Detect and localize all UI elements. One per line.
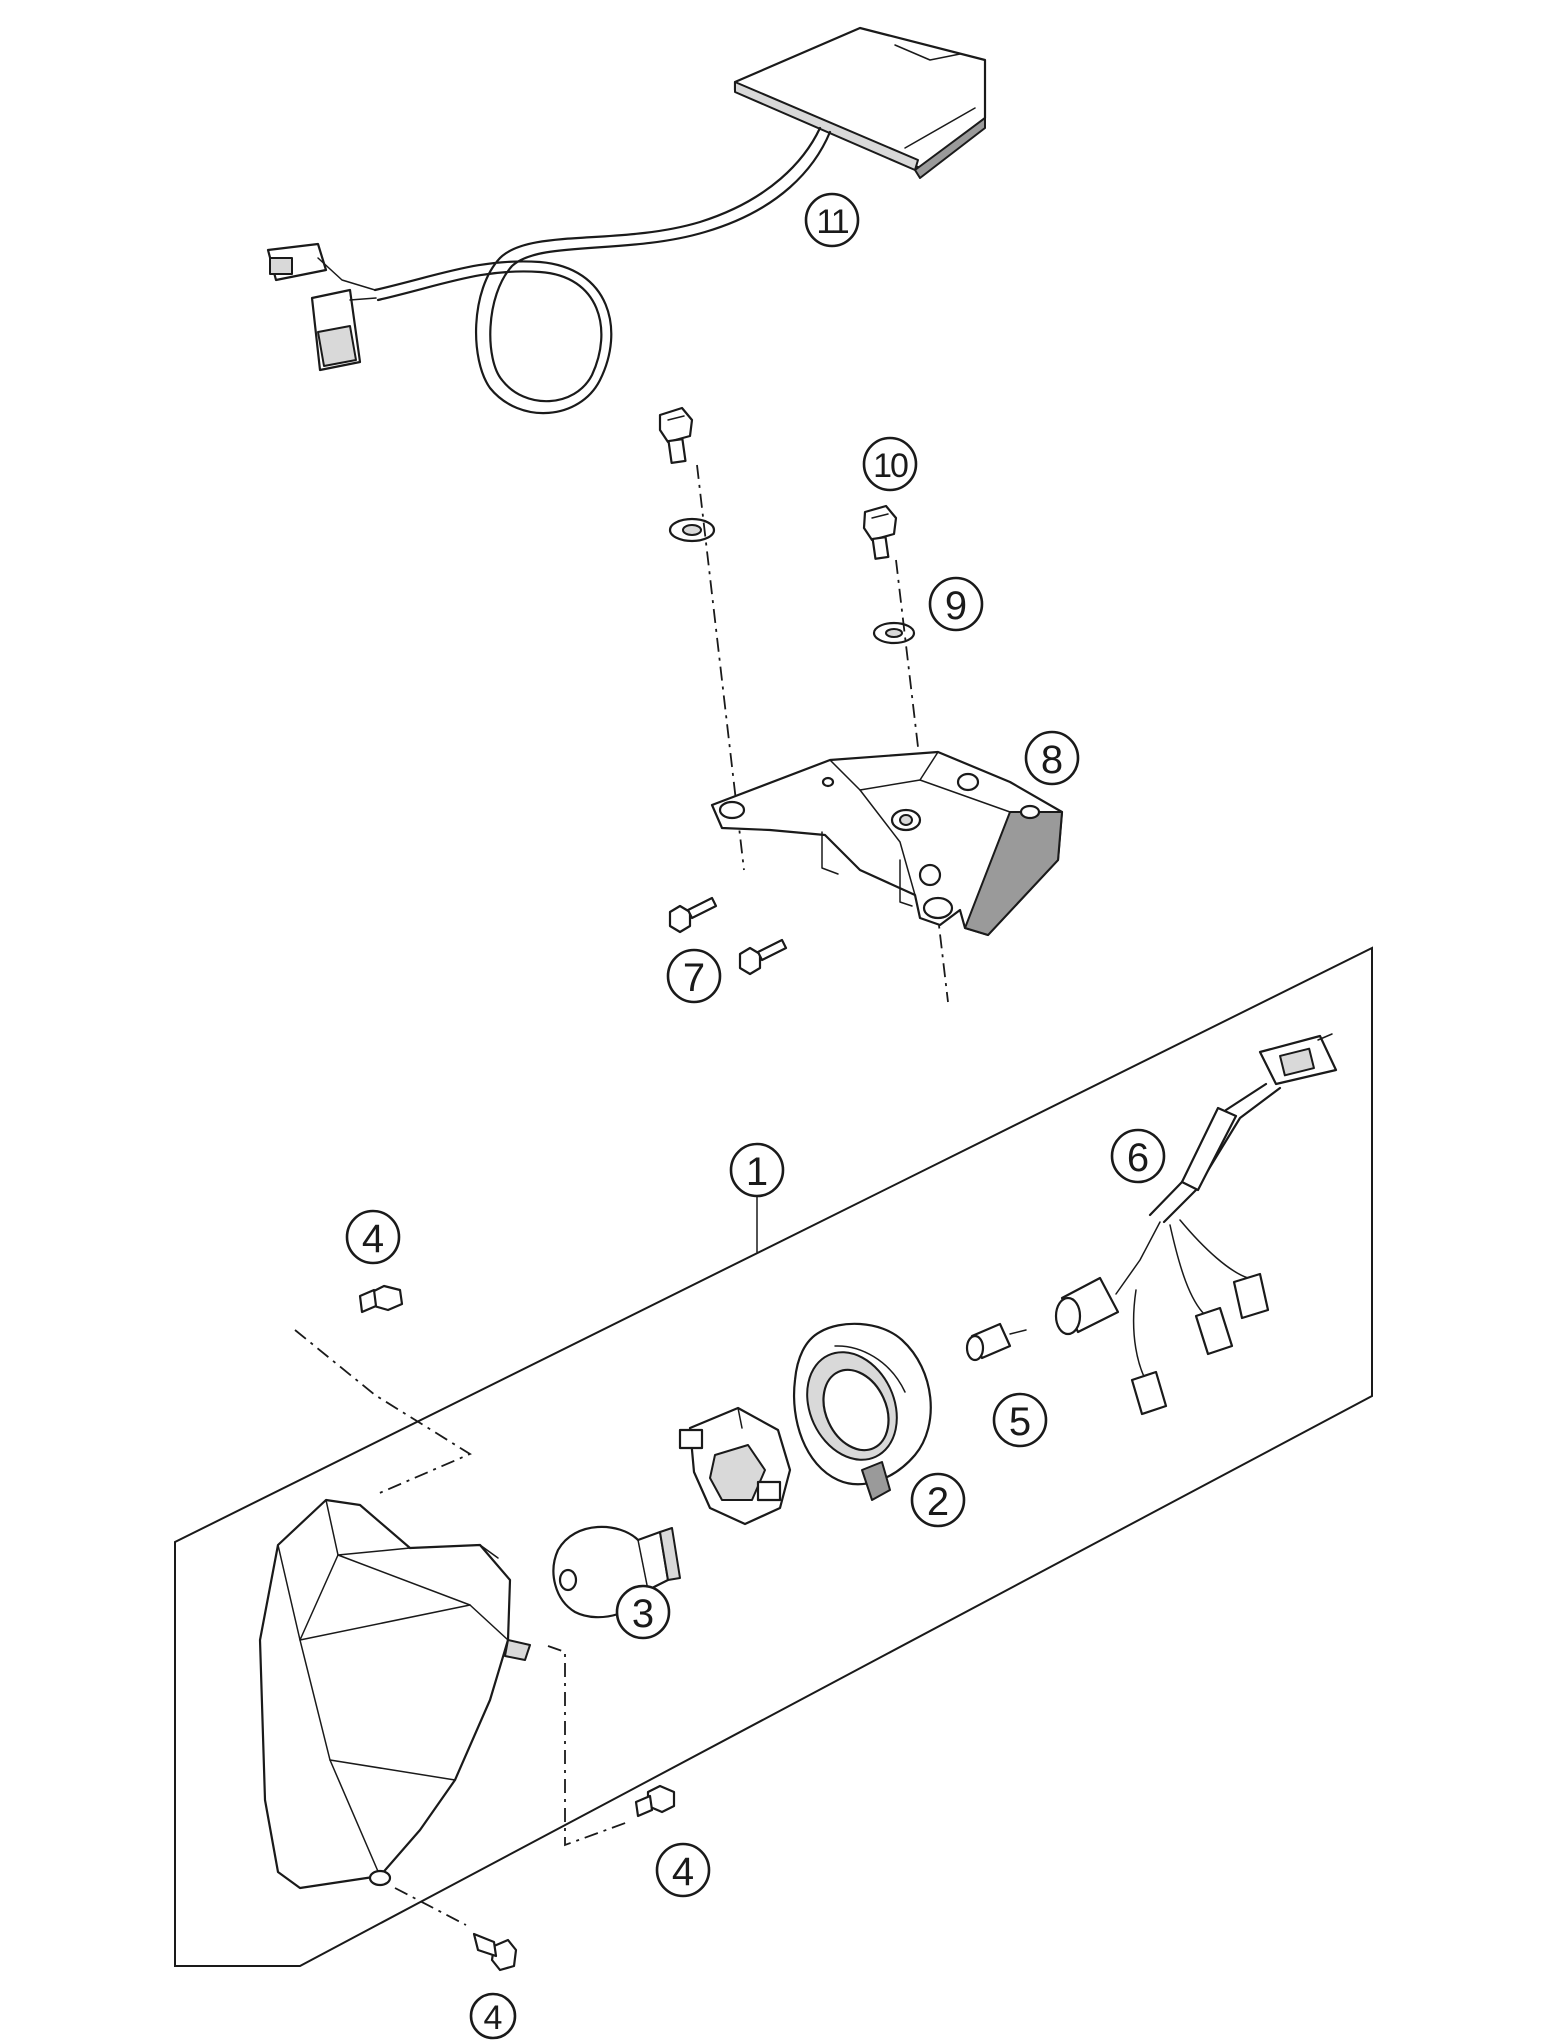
callout-2: 2: [910, 1472, 966, 1528]
assembly-line-right: [895, 559, 949, 1003]
part-9-washer-left: [668, 517, 716, 543]
callout-8-label: 8: [1041, 738, 1063, 782]
screw-4-bottom-path: [394, 1887, 467, 1926]
part-4-screw-bottom: [472, 1932, 518, 1972]
headlight-housing: [258, 1498, 531, 1890]
callout-1: 1: [729, 1142, 785, 1198]
callout-4-bottom-label: 4: [484, 1999, 503, 2037]
part-4-screw-right: [634, 1784, 676, 1818]
callout-4-right: 4: [655, 1842, 711, 1898]
part-1-assembly-outline: [174, 946, 1373, 1967]
callout-9: 9: [928, 576, 984, 632]
callout-1-label: 1: [746, 1150, 768, 1194]
callout-4-top-label: 4: [362, 1217, 384, 1261]
part-6-wiring-harness: [1054, 1033, 1338, 1416]
callout-4-right-label: 4: [672, 1850, 694, 1894]
part-9-washer-right: [872, 621, 916, 645]
callout-11-label: 11: [816, 203, 848, 241]
callout-10: 10: [862, 436, 918, 492]
callout-10-label: 10: [873, 447, 908, 485]
callout-7-label: 7: [683, 956, 705, 1000]
screw-4-top-path: [294, 1329, 472, 1496]
callout-3: 3: [615, 1584, 671, 1640]
callout-4-top: 4: [345, 1209, 401, 1265]
callout-2-label: 2: [927, 1480, 949, 1524]
callout-9-label: 9: [945, 584, 967, 628]
callout-3-label: 3: [632, 1592, 654, 1636]
part-11-cable-sensor: [266, 26, 987, 415]
callout-11: 11: [804, 192, 860, 248]
part-4-screw-top: [358, 1284, 404, 1314]
part-10-screw-left: [658, 406, 694, 464]
part-10-screw-right: [862, 504, 898, 560]
callout-6-label: 6: [1127, 1136, 1149, 1180]
part-2-rubber-boot: [793, 1322, 932, 1501]
callout-4-bottom: 4: [469, 1992, 517, 2040]
callout-7: 7: [666, 948, 722, 1004]
callout-6: 6: [1110, 1128, 1166, 1184]
bulb-socket-ring: [678, 1406, 792, 1526]
part-7-screw-a: [668, 896, 718, 934]
screw-4-right-path: [547, 1645, 629, 1847]
part-7-screw-b: [738, 938, 788, 976]
part-5-small-bulb: [965, 1322, 1027, 1362]
callout-8: 8: [1024, 730, 1080, 786]
part-8-bracket: [710, 750, 1064, 937]
callout-5: 5: [992, 1392, 1048, 1448]
callout-5-label: 5: [1009, 1400, 1031, 1444]
